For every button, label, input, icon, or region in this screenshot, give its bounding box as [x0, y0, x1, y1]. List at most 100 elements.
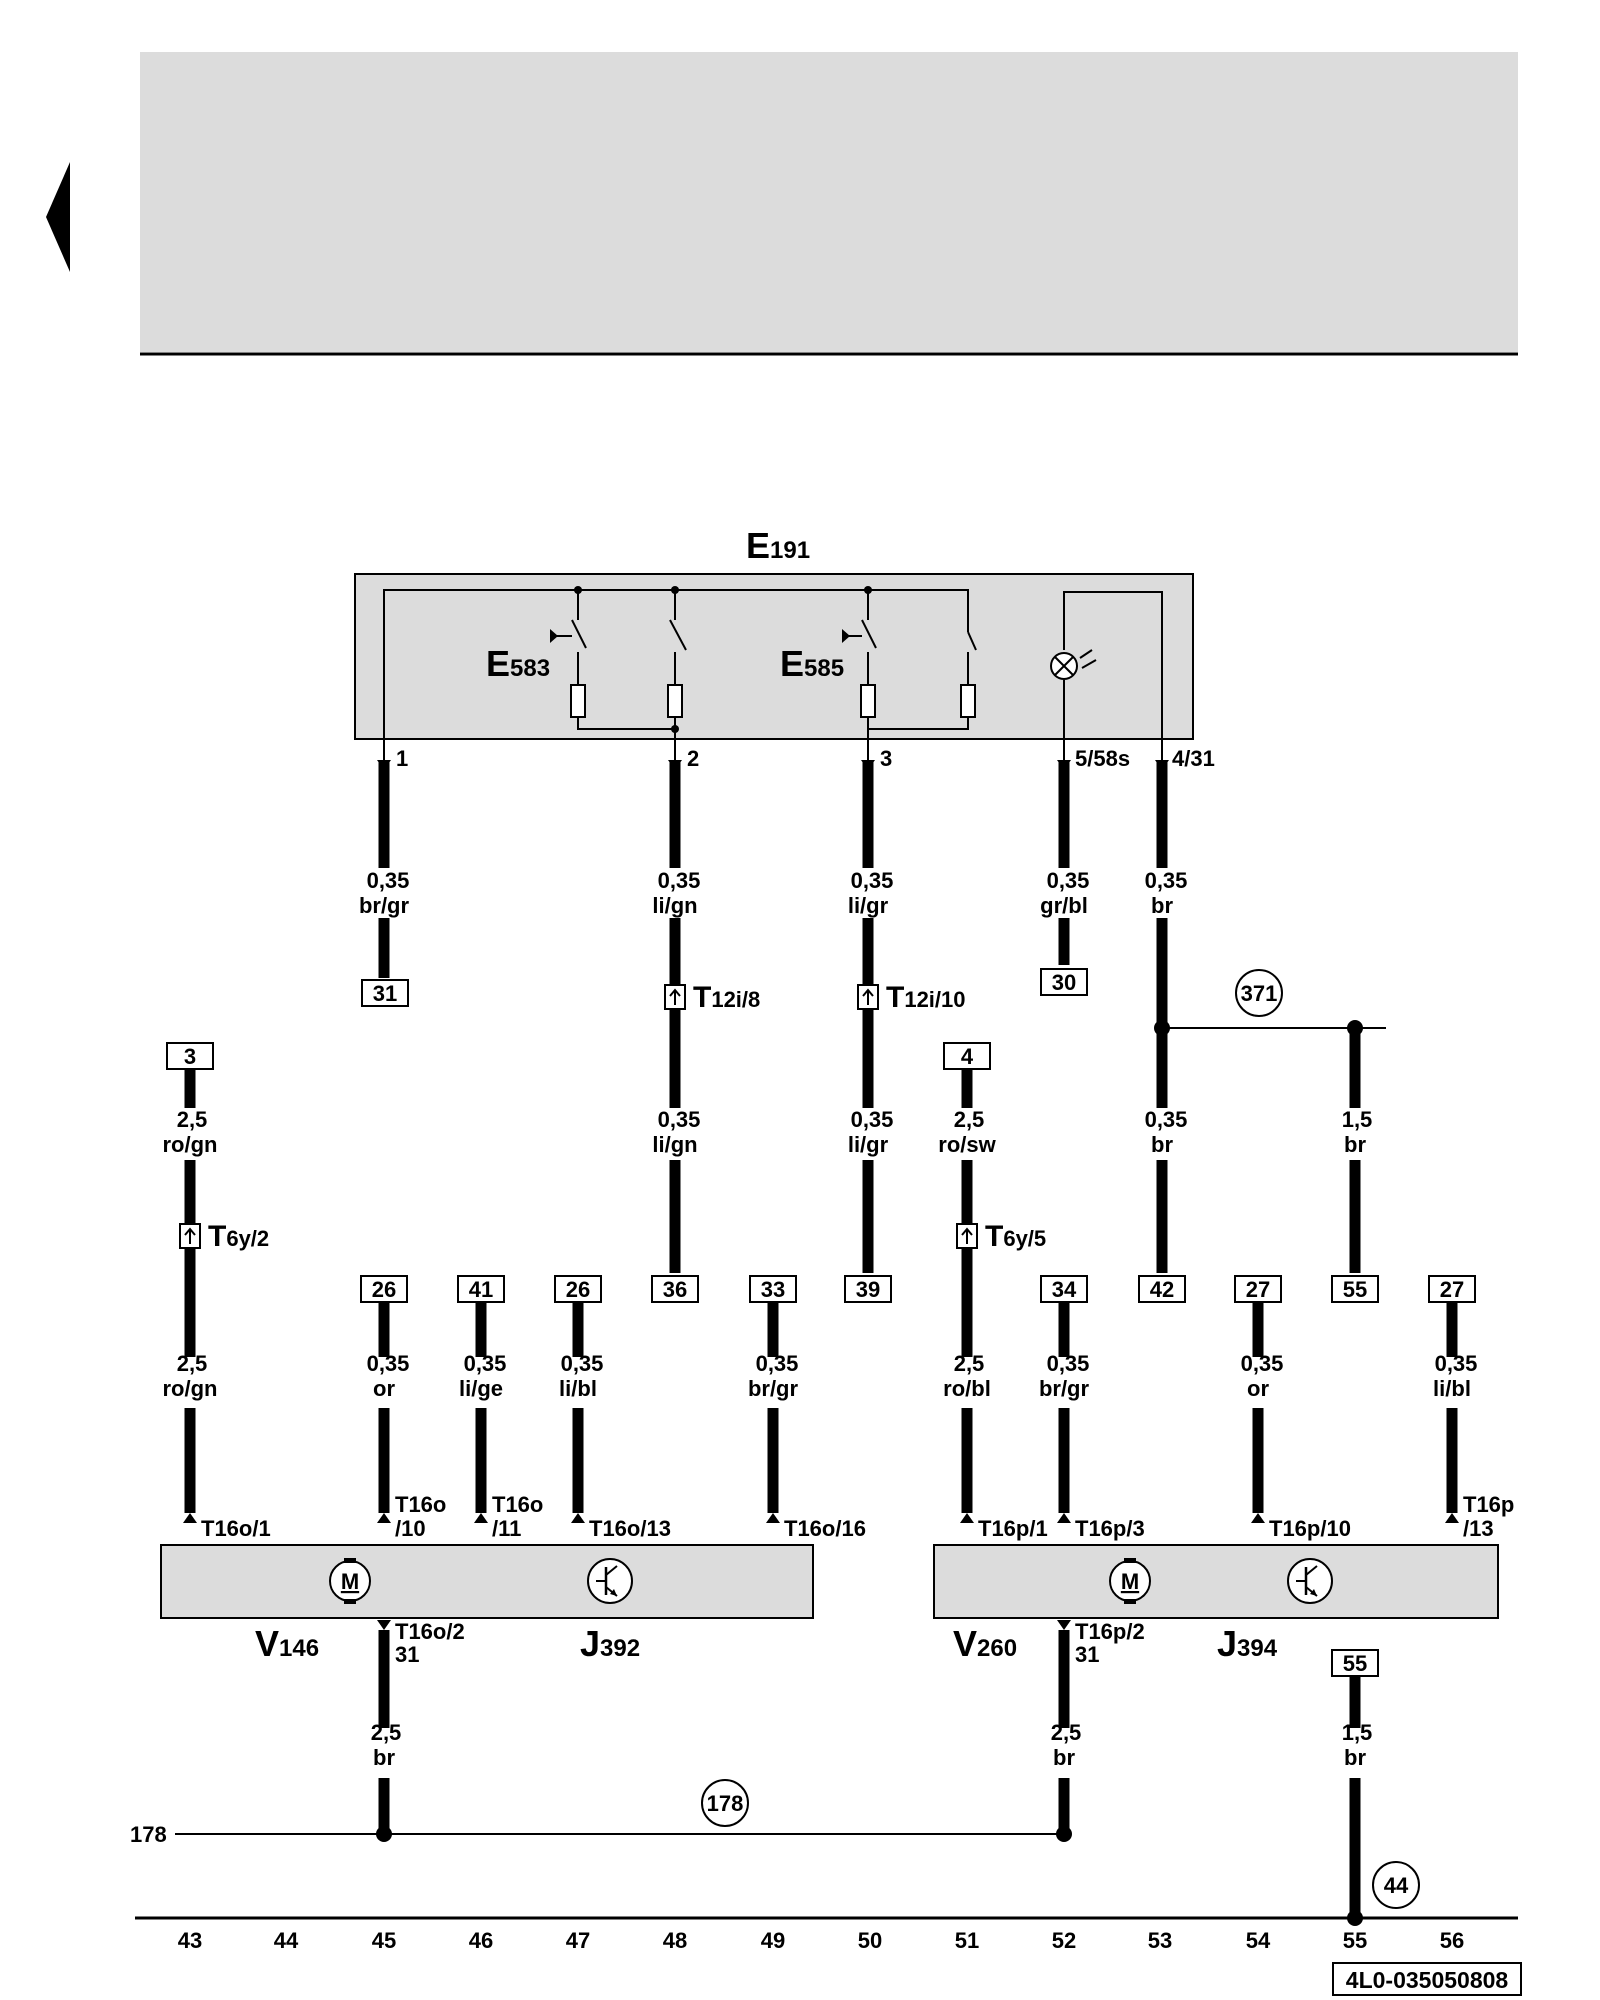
wire-size: 0,35 [464, 1351, 507, 1376]
wire-size: 0,35 [658, 1107, 701, 1132]
wire-color: br [1344, 1745, 1366, 1770]
pin-label: T16o/13 [589, 1516, 671, 1541]
connector-icon [179, 1223, 201, 1249]
wire-color: li/gn [652, 1132, 697, 1157]
wire-color: ro/gn [163, 1132, 218, 1157]
grid-number: 44 [274, 1928, 299, 1953]
ref-box: 42 [1150, 1277, 1174, 1302]
wire-size: 2,5 [371, 1720, 402, 1745]
control-unit-j392: M [160, 1544, 814, 1619]
wire-size: 2,5 [954, 1107, 985, 1132]
switch-unit-e191 [354, 573, 1194, 760]
ref-box: 27 [1440, 1277, 1464, 1302]
svg-text:4L0-035050808: 4L0-035050808 [1346, 1967, 1509, 1993]
connector-icon [857, 984, 879, 1010]
wire-color: li/gr [848, 1132, 889, 1157]
wire-size: 0,35 [561, 1351, 604, 1376]
label-t6y5: T6y/5 [985, 1220, 1046, 1253]
circle-ref: 371 [1241, 981, 1278, 1006]
document-id: 4L0-035050808 [1332, 1962, 1522, 1996]
wire-size: 0,35 [851, 868, 894, 893]
ref-box: 41 [469, 1277, 493, 1302]
wire-size: 0,35 [756, 1351, 799, 1376]
wire-color: li/ge [459, 1376, 503, 1401]
wire-size: 0,35 [1047, 1351, 1090, 1376]
ref-box: 39 [856, 1277, 880, 1302]
grid-number: 49 [761, 1928, 785, 1953]
ref-box: 31 [373, 981, 397, 1006]
ref-box: 27 [1246, 1277, 1270, 1302]
lamp-icon [1050, 649, 1097, 680]
e191-pins: 1 2 3 5/58s 4/31 [396, 746, 1215, 771]
junction-dots [376, 1020, 1363, 1926]
wire-color: ro/gn [163, 1376, 218, 1401]
grid-number: 48 [663, 1928, 687, 1953]
wire-color: br/gr [359, 893, 410, 918]
pin-label: 1 [396, 746, 408, 771]
wire-color: or [1247, 1376, 1269, 1401]
label-t12i10: T12i/10 [886, 981, 966, 1014]
wire-size: 2,5 [177, 1351, 208, 1376]
connector-icon [956, 1223, 978, 1249]
ref-box: 55 [1343, 1277, 1367, 1302]
wire-size: 0,35 [1145, 1107, 1188, 1132]
motor-icon: M [329, 1558, 371, 1604]
wire-size: 0,35 [367, 868, 410, 893]
left-triangle-icon[interactable] [46, 162, 70, 272]
wire-color: li/bl [559, 1376, 597, 1401]
svg-text:M: M [341, 1569, 359, 1594]
pin-label: 5/58s [1075, 746, 1130, 771]
transistor-icon [1287, 1558, 1333, 1604]
pin-label: T16p [1463, 1492, 1514, 1517]
pin-label: T16o [492, 1492, 543, 1517]
pin-label: 2 [687, 746, 699, 771]
wire-size: 0,35 [367, 1351, 410, 1376]
pin-label: T16o/1 [201, 1516, 271, 1541]
label-t6y2: T6y/2 [208, 1220, 269, 1253]
wire-size: 0,35 [851, 1107, 894, 1132]
wire-color: ro/bl [943, 1376, 991, 1401]
wire-size: 2,5 [1051, 1720, 1082, 1745]
grid-number: 52 [1052, 1928, 1076, 1953]
pin-label: 31 [1075, 1642, 1099, 1667]
pin-label: /10 [395, 1516, 426, 1541]
wire-size: 0,35 [1047, 868, 1090, 893]
wire-color: br [373, 1745, 395, 1770]
ref-box: 55 [1343, 1651, 1367, 1676]
ref-box: 26 [566, 1277, 590, 1302]
label-v260: V260 [953, 1623, 1017, 1664]
grid-number: 56 [1440, 1928, 1464, 1953]
pin-label: T16p/2 [1075, 1619, 1145, 1644]
wire-size: 0,35 [658, 868, 701, 893]
wire-color: br [1053, 1745, 1075, 1770]
wire-color: br [1151, 1132, 1173, 1157]
label-t12i8: T12i/8 [693, 981, 760, 1014]
pin-arrows [183, 760, 1459, 1630]
wire-color: gr/bl [1040, 893, 1088, 918]
ref-box: 26 [372, 1277, 396, 1302]
grid-number: 51 [955, 1928, 979, 1953]
wire-color: li/gr [848, 893, 889, 918]
pin-label: T16p/3 [1075, 1516, 1145, 1541]
wire-size: 0,35 [1435, 1351, 1478, 1376]
grid-number: 53 [1148, 1928, 1172, 1953]
pin-label: /11 [492, 1516, 521, 1541]
wire-size: 2,5 [954, 1351, 985, 1376]
ref-box: 3 [184, 1044, 196, 1069]
label-e583: E583 [486, 643, 550, 684]
motor-icon: M [1109, 1558, 1151, 1604]
svg-text:M: M [1121, 1569, 1139, 1594]
grid-number: 45 [372, 1928, 396, 1953]
wire-size: 1,5 [1342, 1107, 1373, 1132]
reference-boxes: 31 30 3 4 26 41 26 36 33 39 34 42 27 55 … [166, 968, 1476, 1677]
label-e585: E585 [780, 643, 844, 684]
grid-number: 47 [566, 1928, 590, 1953]
wires [184, 762, 1458, 1918]
wire-size: 1,5 [1342, 1720, 1373, 1745]
wire-size: 0,35 [1145, 868, 1188, 893]
connector-icon [664, 984, 686, 1010]
wire-color: li/gn [652, 893, 697, 918]
control-unit-j394: M [933, 1544, 1499, 1619]
